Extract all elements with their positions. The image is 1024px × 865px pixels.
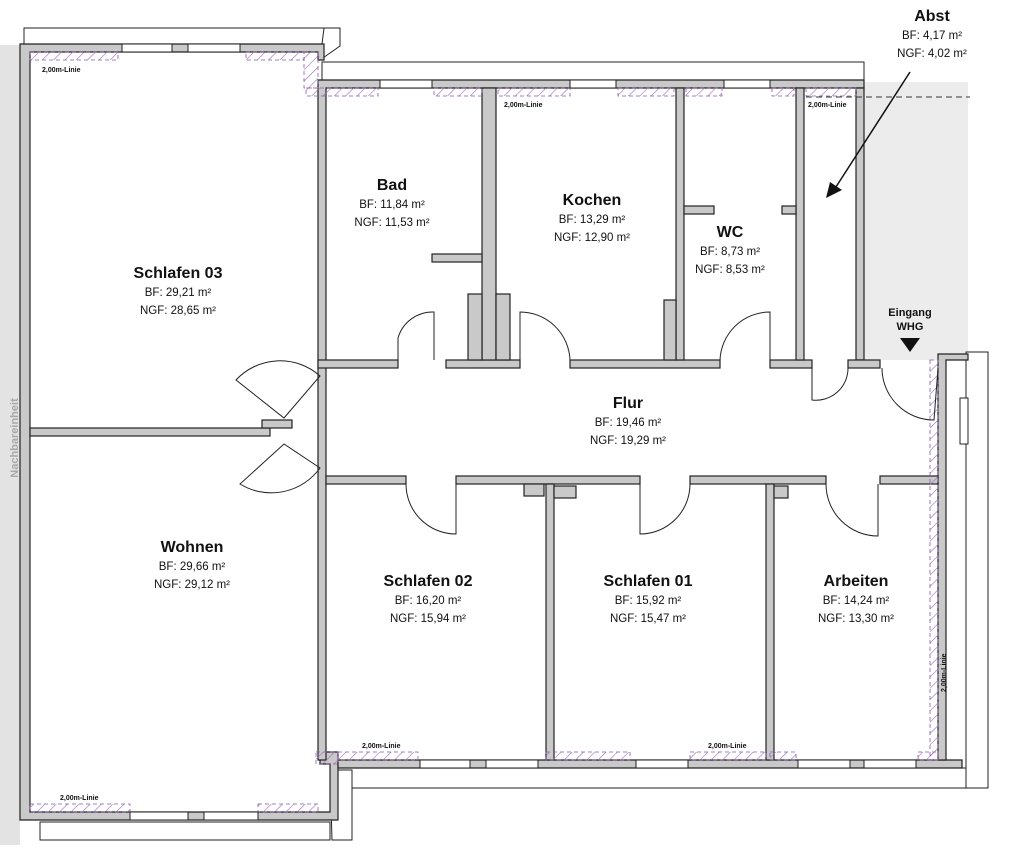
room-schlafen03-ngf: NGF: 28,65 m² bbox=[140, 305, 216, 317]
entrance-label-line1: Eingang bbox=[888, 307, 931, 319]
neighbor-unit-label: Nachbareinheit bbox=[9, 398, 21, 478]
exterior-area bbox=[862, 82, 968, 360]
room-schlafen03-bf: BF: 29,21 m² bbox=[145, 287, 212, 299]
room-flur-name: Flur bbox=[613, 395, 643, 412]
windows bbox=[121, 43, 969, 821]
room-schlafen01-name: Schlafen 01 bbox=[604, 573, 693, 590]
entrance-label-line2: WHG bbox=[897, 321, 924, 333]
room-wohnen-bf: BF: 29,66 m² bbox=[159, 561, 226, 573]
room-bad-bf: BF: 11,84 m² bbox=[359, 199, 425, 211]
room-arbeiten-name: Arbeiten bbox=[824, 573, 889, 590]
room-abst-ngf: NGF: 4,02 m² bbox=[897, 48, 967, 60]
room-kochen-ngf: NGF: 12,90 m² bbox=[554, 232, 630, 244]
room-abst-bf: BF: 4,17 m² bbox=[902, 30, 962, 42]
limit-label-schlafen02: 2,00m-Linie bbox=[362, 743, 401, 750]
room-kochen-bf: BF: 13,29 m² bbox=[559, 214, 626, 226]
interior-walls bbox=[29, 87, 939, 761]
abst-pointer-arrowhead bbox=[826, 182, 842, 198]
limit-label-wohnen: 2,00m-Linie bbox=[60, 795, 99, 802]
room-arbeiten-ngf: NGF: 13,30 m² bbox=[818, 613, 894, 625]
doors bbox=[235, 311, 939, 537]
limit-label-arbeiten: 2,00m-Linie bbox=[941, 653, 948, 692]
neighbor-unit-area bbox=[0, 45, 20, 845]
room-schlafen02-bf: BF: 16,20 m² bbox=[395, 595, 462, 607]
limit-label-abst: 2,00m-Linie bbox=[808, 102, 847, 109]
entrance-arrow-icon bbox=[900, 338, 920, 352]
room-bad-name: Bad bbox=[377, 177, 407, 194]
room-wc-name: WC bbox=[717, 224, 744, 241]
limit-label-schlafen01: 2,00m-Linie bbox=[708, 743, 747, 750]
room-schlafen02-ngf: NGF: 15,94 m² bbox=[390, 613, 466, 625]
limit-label-schlafen03: 2,00m-Linie bbox=[42, 67, 81, 74]
room-wohnen-ngf: NGF: 29,12 m² bbox=[154, 579, 230, 591]
room-schlafen02-name: Schlafen 02 bbox=[384, 573, 473, 590]
room-bad-ngf: NGF: 11,53 m² bbox=[354, 217, 429, 229]
room-wc-ngf: NGF: 8,53 m² bbox=[695, 264, 765, 276]
room-wc-bf: BF: 8,73 m² bbox=[700, 246, 760, 258]
room-schlafen01-ngf: NGF: 15,47 m² bbox=[610, 613, 686, 625]
abst-pointer-arrow bbox=[833, 71, 911, 191]
room-flur-ngf: NGF: 19,29 m² bbox=[590, 435, 666, 447]
room-schlafen01-bf: BF: 15,92 m² bbox=[615, 595, 682, 607]
room-flur-bf: BF: 19,46 m² bbox=[595, 417, 662, 429]
room-kochen-name: Kochen bbox=[563, 192, 622, 209]
room-wohnen-name: Wohnen bbox=[161, 539, 224, 556]
room-arbeiten-bf: BF: 14,24 m² bbox=[823, 595, 890, 607]
room-schlafen03-name: Schlafen 03 bbox=[134, 265, 223, 282]
room-abst-name: Abst bbox=[914, 8, 950, 25]
limit-line-strips bbox=[29, 51, 939, 813]
roof-eaves bbox=[23, 27, 989, 841]
limit-label-kochen: 2,00m-Linie bbox=[504, 102, 543, 109]
